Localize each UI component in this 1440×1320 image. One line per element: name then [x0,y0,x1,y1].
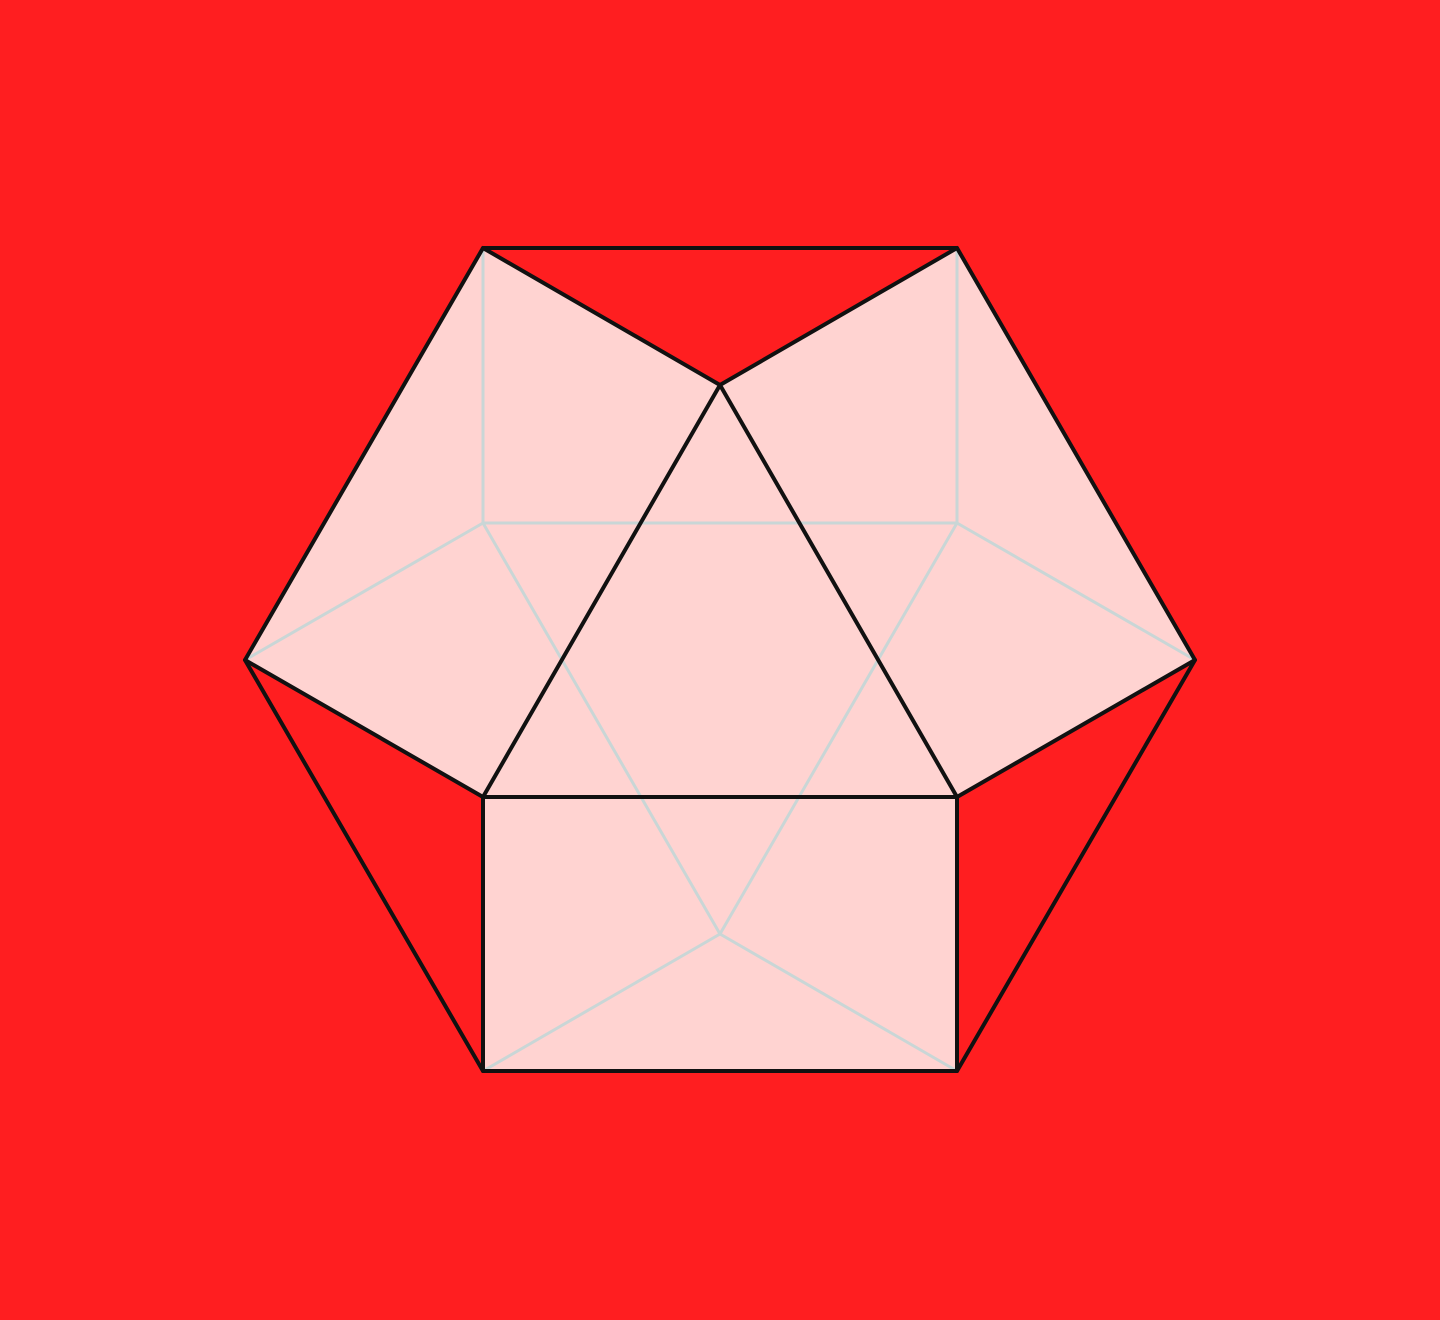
rectangle-outline [481,795,959,1073]
hidden-edge [481,521,722,936]
hidden-edge [718,521,959,936]
triangle-right-edge [718,383,959,799]
hidden-edge [955,521,1197,662]
triangle-left-edge [481,383,722,799]
hidden-edge [718,932,959,1073]
hidden-edge [481,932,722,1073]
lower-right-edge [955,658,1197,799]
lower-left-edge [243,658,485,799]
hidden-edge [243,521,485,662]
hidden-edges [243,246,1197,1073]
outline-edges [243,246,1197,1073]
